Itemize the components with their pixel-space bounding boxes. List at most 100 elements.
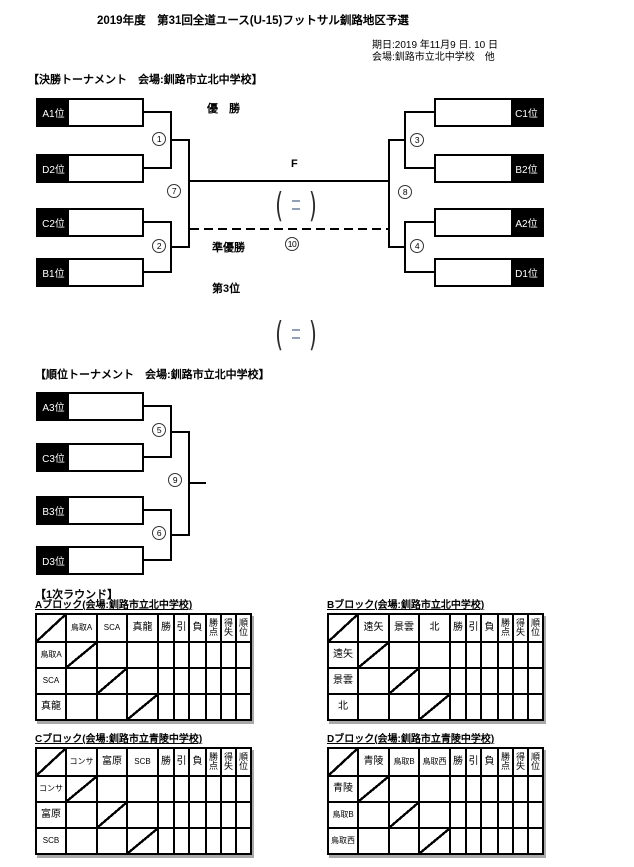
- col-header-goaldiff: 得失: [220, 613, 237, 643]
- header-row: コンサ 富原 SCB 勝 引 負 勝点 得失 順位: [35, 747, 252, 777]
- bracket-line: [144, 559, 172, 561]
- stat-cell: [220, 693, 237, 721]
- slot-d2-label: D2位: [38, 156, 69, 181]
- result-cell: [357, 693, 390, 721]
- match-3-number: 3: [410, 133, 424, 147]
- stat-cell: [173, 827, 190, 855]
- stat-cell: [465, 801, 482, 829]
- close-paren: ): [309, 313, 317, 355]
- stat-cell: [220, 667, 237, 695]
- stat-cell: [465, 641, 482, 669]
- block-b: Bブロック(会場:釧路市立北中学校) 遠矢 景雲 北 勝 引 負 勝点 得失 順…: [327, 596, 544, 721]
- slot-b2: B2位: [434, 154, 544, 183]
- open-paren: (: [275, 184, 283, 226]
- slot-c2: C2位: [36, 208, 144, 237]
- stat-cell: [527, 827, 544, 855]
- stat-cell: [465, 827, 482, 855]
- stat-cell: [205, 693, 222, 721]
- stat-cell: [512, 827, 529, 855]
- diagonal-cell: [96, 801, 128, 829]
- bracket-line: [170, 111, 172, 169]
- result-cell: [65, 801, 98, 829]
- row-header-team: 北: [327, 693, 359, 721]
- slot-d2: D2位: [36, 154, 144, 183]
- bracket-line: [388, 139, 390, 248]
- first-round-heading: 【1次ラウンド】: [35, 589, 119, 601]
- bracket-line: [144, 509, 172, 511]
- diagonal-cell: [418, 827, 451, 855]
- row-header-team: 富原: [35, 801, 67, 829]
- bracket-line: [406, 221, 434, 223]
- result-cell: [418, 667, 451, 695]
- row-header-team: 鳥取西: [327, 827, 359, 855]
- stat-cell: [188, 667, 207, 695]
- col-header-team: 鳥取A: [65, 613, 98, 643]
- bracket-line: [406, 167, 434, 169]
- col-header-team: 真龍: [126, 613, 159, 643]
- stat-cell: [497, 775, 514, 803]
- stat-cell: [188, 801, 207, 829]
- stat-cell: [205, 801, 222, 829]
- stat-cell: [173, 801, 190, 829]
- rank-tournament-heading: 【順位トーナメント 会場:釧路市立北中学校】: [35, 369, 270, 381]
- match-9-number: 9: [168, 473, 182, 487]
- slot-b1-label: B1位: [38, 260, 69, 285]
- result-cell: [388, 775, 420, 803]
- diagonal-cell: [388, 667, 420, 695]
- bracket-line: [144, 405, 172, 407]
- diagonal-cell: [126, 827, 159, 855]
- stat-cell: [173, 775, 190, 803]
- col-header-team: 北: [418, 613, 451, 643]
- stat-cell: [449, 641, 467, 669]
- row-header-team: SCA: [35, 667, 67, 695]
- bracket-line: [170, 405, 172, 458]
- third-place-match-line: [190, 228, 388, 230]
- diagonal-cell: [96, 667, 128, 695]
- team-row: 北: [327, 693, 544, 721]
- stat-cell: [173, 693, 190, 721]
- bracket-line: [190, 482, 206, 484]
- row-header-team: コンサ: [35, 775, 67, 803]
- stat-cell: [235, 667, 252, 695]
- slot-c2-label: C2位: [38, 210, 69, 235]
- diagonal-cell: [327, 613, 359, 643]
- stat-cell: [157, 693, 175, 721]
- stat-cell: [157, 667, 175, 695]
- bracket-line: [172, 431, 188, 433]
- slot-b1: B1位: [36, 258, 144, 287]
- stat-cell: [465, 775, 482, 803]
- stat-cell: [480, 827, 499, 855]
- team-row: 富原: [35, 801, 252, 829]
- slot-b3: B3位: [36, 496, 144, 525]
- bracket-line: [172, 246, 188, 248]
- team-row: コンサ: [35, 775, 252, 803]
- slot-b3-label: B3位: [38, 498, 69, 523]
- col-header-points: 勝点: [205, 613, 222, 643]
- result-cell: [388, 641, 420, 669]
- bracket-line: [144, 271, 172, 273]
- stat-cell: [157, 775, 175, 803]
- row-header-team: 真龍: [35, 693, 67, 721]
- slot-c1: C1位: [434, 98, 544, 127]
- stat-cell: [465, 667, 482, 695]
- stat-cell: [157, 801, 175, 829]
- event-date: 期日:2019 年11月9 日. 10 日: [372, 40, 498, 51]
- stat-cell: [173, 667, 190, 695]
- stat-cell: [480, 667, 499, 695]
- block-a-label: Aブロック(会場:釧路市立北中学校): [35, 600, 193, 611]
- slot-a2: A2位: [434, 208, 544, 237]
- bracket-line: [188, 431, 190, 536]
- block-a-table: 鳥取A SCA 真龍 勝 引 負 勝点 得失 順位 鳥取A SCA: [35, 613, 252, 721]
- stat-cell: [235, 775, 252, 803]
- result-cell: [418, 801, 451, 829]
- bracket-line: [406, 271, 434, 273]
- open-paren: (: [275, 313, 283, 355]
- bracket-line: [406, 111, 434, 113]
- stat-cell: [235, 801, 252, 829]
- slot-c3-label: C3位: [38, 445, 69, 470]
- result-cell: [65, 667, 98, 695]
- team-row: 真龍: [35, 693, 252, 721]
- diagonal-cell: [35, 747, 67, 777]
- slot-c1-label: C1位: [511, 100, 542, 125]
- stat-cell: [449, 801, 467, 829]
